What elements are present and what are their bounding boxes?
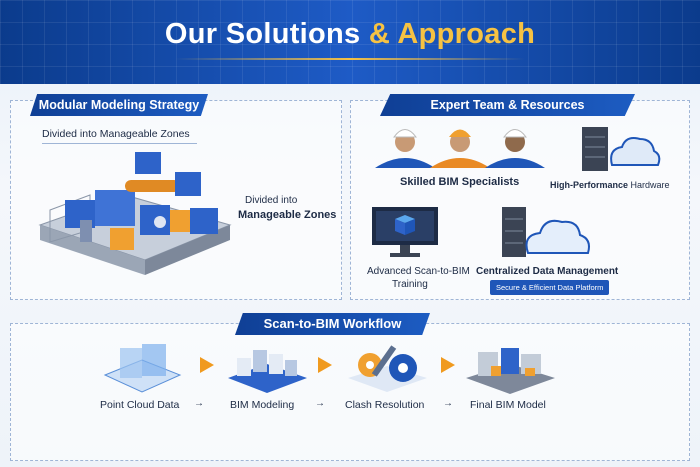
training-line1: Advanced Scan-to-BIM	[367, 266, 470, 277]
workflow-panel	[10, 323, 690, 461]
step-bim-modeling: BIM Modeling	[230, 399, 295, 411]
title-our: Our	[164, 18, 218, 50]
final-bim-model-icon	[466, 348, 555, 394]
modular-zones-model-icon	[38, 152, 232, 275]
modular-side-line2: Manageable Zones	[238, 209, 337, 221]
training-line2: Training	[392, 279, 428, 290]
specialists-label: Skilled BIM Specialists	[400, 176, 520, 188]
step-final-bim-model: Final BIM Model	[470, 399, 546, 411]
expert-banner: Expert Team & Resources	[380, 94, 635, 116]
modular-caption: Divided into Manageable Zones	[42, 128, 190, 140]
data-mgmt-label: Centralized Data Management	[476, 266, 619, 277]
page-title: Our Solutions & Approach	[0, 18, 700, 51]
modular-caption-underline	[42, 143, 197, 144]
bim-modeling-icon	[228, 350, 307, 393]
workflow-arrow-3	[441, 357, 455, 373]
point-cloud-icon	[103, 344, 182, 393]
step-connector-1: →	[194, 398, 204, 409]
step-point-cloud: Point Cloud Data	[100, 399, 180, 411]
hardware-label-bold: High-Performance	[550, 180, 629, 190]
workflow-banner: Scan-to-BIM Workflow	[235, 313, 430, 335]
title-approach: Approach	[397, 18, 536, 50]
workflow-arrow-1	[200, 357, 214, 373]
server-cloud-icon	[582, 127, 661, 171]
title-underline	[175, 58, 525, 60]
workflow-arrow-2	[318, 357, 332, 373]
step-connector-2: →	[315, 398, 325, 409]
step-clash-resolution: Clash Resolution	[345, 399, 425, 411]
data-server-cloud-icon	[502, 207, 590, 257]
header-banner	[0, 0, 700, 84]
title-ampersand: &	[368, 18, 391, 50]
modular-side-line1: Divided into	[245, 195, 298, 206]
modular-banner: Modular Modeling Strategy	[30, 94, 208, 116]
title-solutions: Solutions	[225, 18, 361, 50]
bim-specialists-icon	[375, 129, 545, 168]
hardware-label: High-Performance Hardware	[550, 180, 670, 190]
training-monitor-icon	[372, 207, 438, 257]
data-platform-badge: Secure & Efficient Data Platform	[490, 280, 610, 295]
clash-resolution-gears-icon	[348, 345, 427, 392]
step-connector-3: →	[443, 398, 453, 409]
header-grid-pattern	[0, 0, 700, 84]
hardware-label-rest: Hardware	[630, 180, 670, 190]
